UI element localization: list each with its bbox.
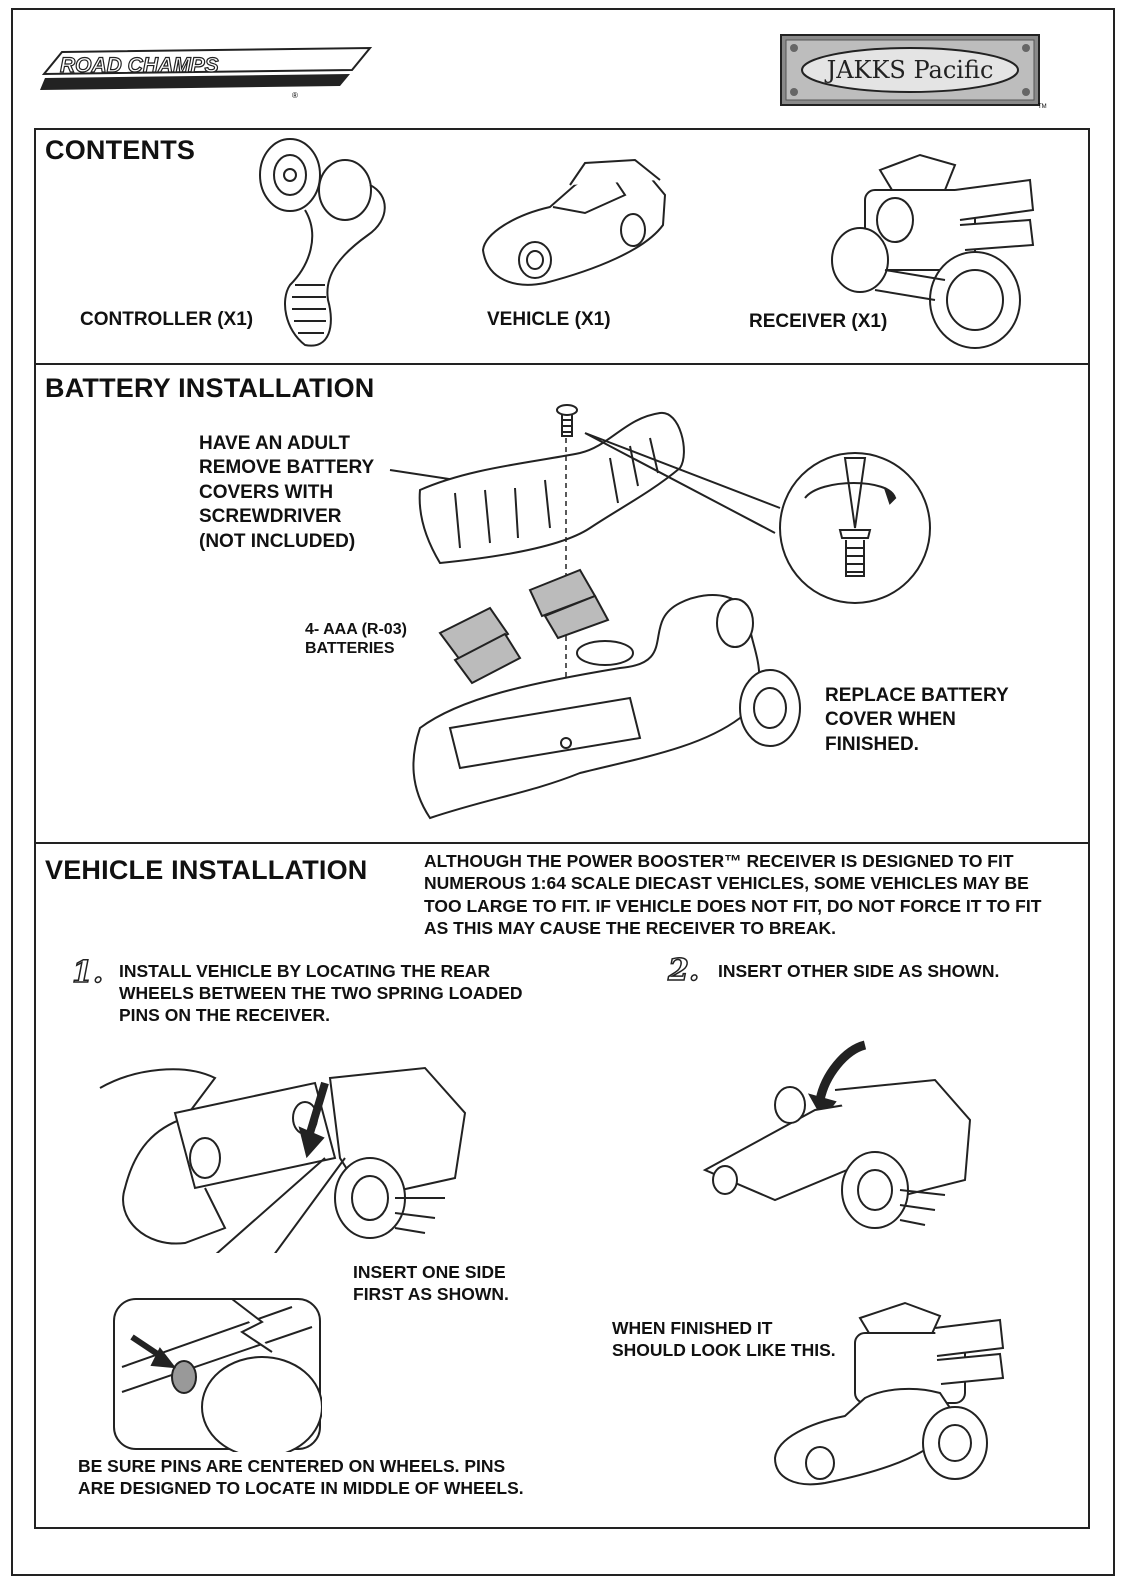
step-1-line-3: PINS ON THE RECEIVER.	[119, 1005, 331, 1025]
warning-line-1: ALTHOUGH THE POWER BOOSTER™ RECEIVER IS …	[424, 851, 1014, 871]
controller-illustration	[250, 135, 400, 350]
vehicle-illustration	[475, 155, 670, 295]
vehicle-label: VEHICLE (X1)	[487, 309, 611, 330]
vehicle-panel	[34, 842, 1090, 1529]
warning-line-2: NUMEROUS 1:64 SCALE DIECAST VEHICLES, SO…	[424, 873, 1029, 893]
step-2-illustration	[695, 1040, 980, 1245]
pin-detail-inset	[112, 1297, 323, 1458]
insert-note-line-2: FIRST AS SHOWN.	[353, 1284, 509, 1304]
road-champs-logo: ROAD CHAMPS ®	[40, 42, 375, 100]
svg-text:ROAD CHAMPS: ROAD CHAMPS	[60, 54, 219, 77]
svg-text:JAKKS Pacific: JAKKS Pacific	[824, 56, 994, 84]
finished-illustration	[765, 1298, 1005, 1488]
battery-instruction-line-2: REMOVE BATTERY	[199, 457, 375, 478]
battery-diagram	[380, 398, 940, 823]
battery-instruction-line-4: SCREWDRIVER	[199, 506, 342, 527]
contents-heading: CONTENTS	[45, 135, 196, 165]
insert-note-line-1: INSERT ONE SIDE	[353, 1262, 506, 1282]
receiver-label: RECEIVER (X1)	[749, 311, 888, 332]
receiver-illustration	[825, 150, 1040, 350]
step-1-line-1: INSTALL VEHICLE BY LOCATING THE REAR	[119, 961, 491, 981]
replace-cover-line-1: REPLACE BATTERY	[825, 685, 1009, 706]
finished-line-2: SHOULD LOOK LIKE THIS.	[612, 1340, 836, 1360]
jakks-pacific-logo: JAKKS Pacific TM	[780, 34, 1048, 110]
replace-cover-line-2: COVER WHEN	[825, 709, 956, 730]
controller-label: CONTROLLER (X1)	[80, 309, 254, 330]
svg-text:TM: TM	[1038, 104, 1047, 110]
warning-line-3: TOO LARGE TO FIT. IF VEHICLE DOES NOT FI…	[424, 896, 1042, 916]
warning-line-4: AS THIS MAY CAUSE THE RECEIVER TO BREAK.	[424, 918, 836, 938]
step-2-number: 2.	[667, 952, 700, 989]
step-2-line-1: INSERT OTHER SIDE AS SHOWN.	[718, 961, 1000, 981]
pins-note-line-1: BE SURE PINS ARE CENTERED ON WHEELS. PIN…	[78, 1456, 506, 1476]
step-1-line-2: WHEELS BETWEEN THE TWO SPRING LOADED	[119, 983, 523, 1003]
battery-count-line-2: BATTERIES	[305, 640, 395, 657]
finished-line-1: WHEN FINISHED IT	[612, 1318, 773, 1338]
step-1-number: 1.	[71, 954, 104, 991]
battery-instruction-line-3: COVERS WITH	[199, 482, 334, 503]
battery-heading: BATTERY INSTALLATION	[45, 373, 375, 403]
svg-text:®: ®	[292, 91, 298, 100]
pins-note-line-2: ARE DESIGNED TO LOCATE IN MIDDLE OF WHEE…	[78, 1478, 524, 1498]
vehicle-heading: VEHICLE INSTALLATION	[45, 855, 368, 885]
replace-cover-line-3: FINISHED.	[825, 734, 919, 755]
battery-count-line-1: 4- AAA (R-03)	[305, 621, 407, 638]
step-1-illustration	[95, 1058, 475, 1309]
battery-instruction-line-5: (NOT INCLUDED)	[199, 531, 356, 552]
battery-instruction-line-1: HAVE AN ADULT	[199, 433, 350, 454]
page-border	[11, 8, 1115, 1576]
